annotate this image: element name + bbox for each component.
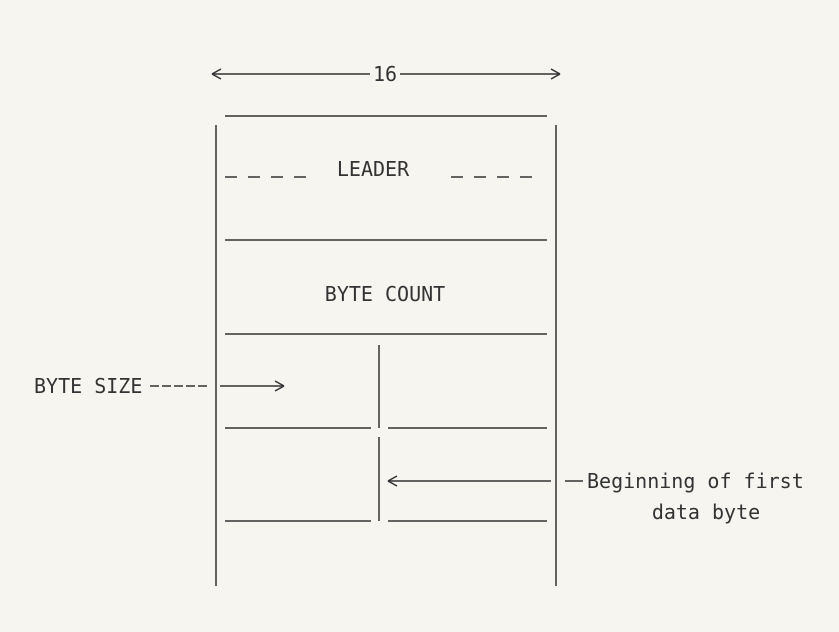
byte-size-arrow	[150, 380, 285, 392]
first-data-byte-label-line2: data byte	[652, 500, 760, 524]
leader-field	[225, 176, 547, 241]
byte-size-label: BYTE SIZE	[34, 374, 142, 398]
leader-label: LEADER	[337, 157, 410, 181]
data-byte-cells	[225, 345, 547, 522]
record-frame	[215, 115, 557, 586]
width-label: 16	[373, 62, 397, 86]
byte-count-label: BYTE COUNT	[325, 282, 445, 306]
first-data-byte-label-line1: Beginning of first	[587, 469, 804, 493]
width-dimension-arrow	[211, 68, 561, 80]
first-data-byte-arrow	[387, 475, 583, 487]
